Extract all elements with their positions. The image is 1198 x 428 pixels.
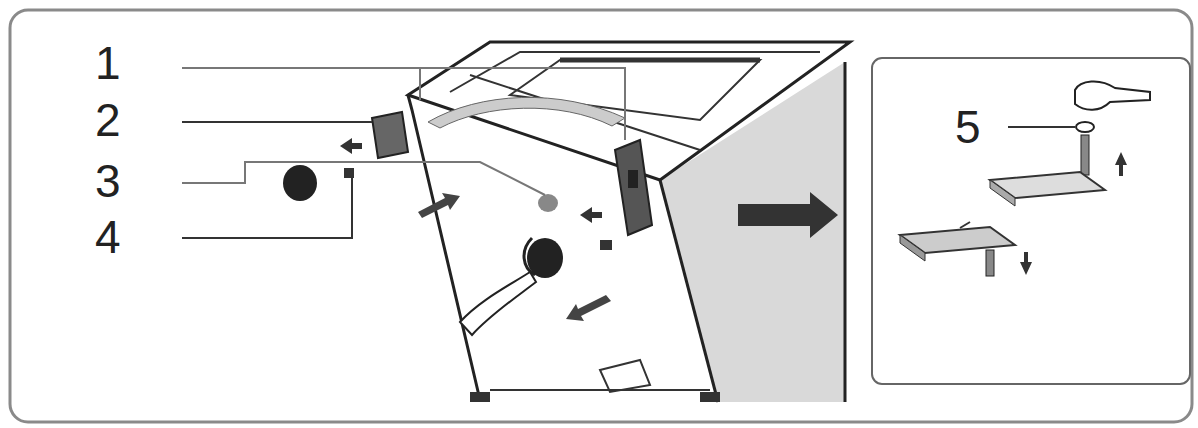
hinge-lower-side [900,235,925,261]
arrow [1020,252,1032,275]
move-mark [960,222,970,228]
hinge-upper-side [990,180,1015,206]
hinge-right [615,140,652,235]
knob [283,165,317,201]
rotate-arrow [524,238,535,275]
cover [538,194,558,212]
bottom-edge [490,389,710,391]
hinge-pin [1081,135,1089,175]
leader-line [182,121,372,123]
hand [460,272,536,335]
hinge-plate [372,112,408,158]
arrow [418,193,460,218]
back-edge [844,62,847,402]
hinge-pin [986,250,994,276]
outer-frame [10,10,1192,422]
top-strip [560,58,760,63]
leader-line [419,68,421,100]
arrow [580,207,602,223]
leader-line [182,162,545,195]
leader-line [182,68,625,140]
foot [470,392,490,402]
plug [344,168,354,178]
plug [600,240,612,250]
washer [1076,122,1094,132]
front-left-edge [408,95,480,400]
foot [700,392,720,402]
arrow [1115,152,1127,176]
hinge-screw [628,170,638,188]
hand [1075,81,1150,109]
callout-number: 1 [95,40,121,86]
leader-line [1008,126,1075,128]
leader-line [182,178,352,238]
bottom-grille [600,360,650,392]
big-arrow [738,192,838,238]
arrow [340,138,362,154]
arrow [566,295,611,321]
callout-number: 4 [95,214,121,260]
callout-number: 3 [95,158,121,204]
detail-panel [872,58,1190,384]
front-right-edge [660,180,718,402]
callout-number: 5 [955,104,981,150]
move-arrow [428,97,625,128]
callout-number: 2 [95,97,121,143]
